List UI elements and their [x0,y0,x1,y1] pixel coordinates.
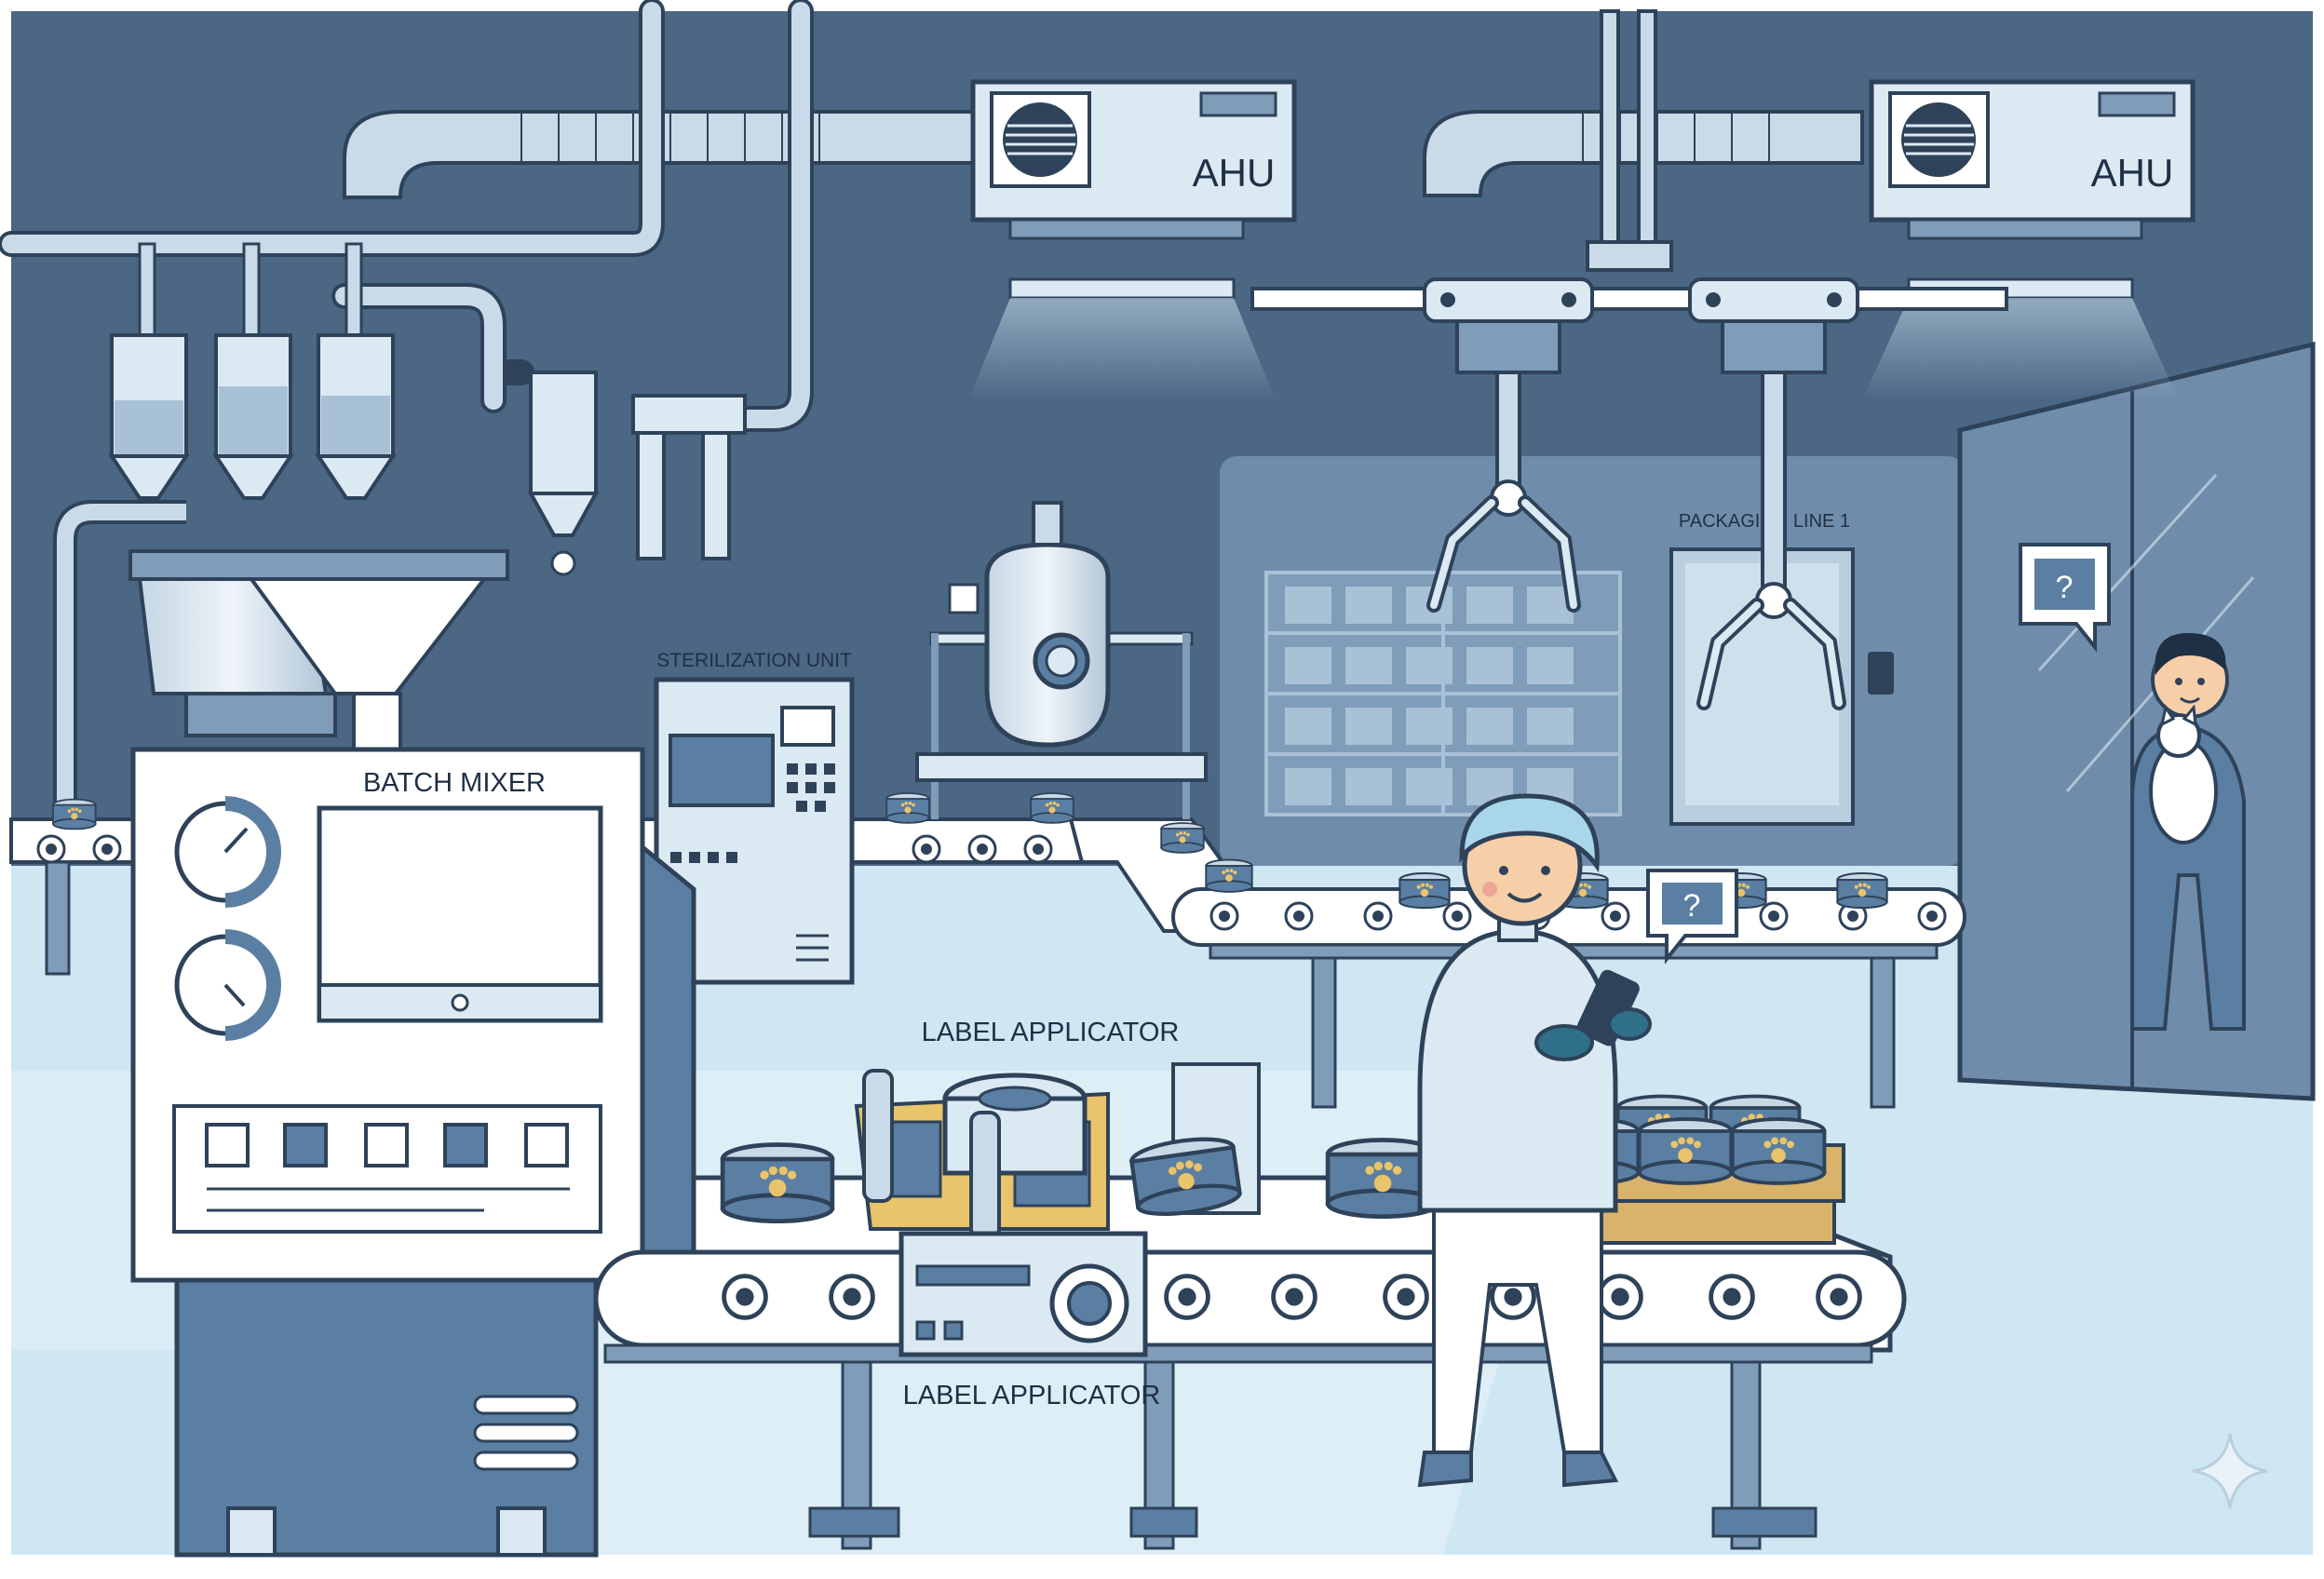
mixer-button-1[interactable] [205,1123,250,1167]
fan-grille-icon [1901,102,1976,177]
ahu-unit-left: AHU [968,79,1297,400]
question-bubble-icon[interactable]: ? [2019,543,2111,653]
robot-arm-left [1423,277,1594,613]
fan-grille-icon [1003,102,1077,177]
duct-ribs [520,112,1770,163]
worker [1417,793,1652,1488]
gantry-supports [1586,9,1673,272]
filter-unit [527,371,747,576]
overhead-pipes-fill [2,2,810,428]
sparkle-icon [2192,1433,2268,1509]
question-mark-text: ? [1683,888,1701,924]
batch-mixer-label: BATCH MIXER [363,768,546,798]
label-applicator-top-label: LABEL APPLICATOR [922,1018,1180,1047]
batch-mixer: BATCH MIXER [130,747,696,1558]
keypad[interactable] [1868,652,1894,695]
mixer-button-4[interactable] [443,1123,488,1167]
silo-3 [315,242,397,500]
robot-arm-right [1688,277,1859,710]
ahu-left-label: AHU [1193,151,1276,195]
mixer-button-3[interactable] [364,1123,409,1167]
shelf-boxes [1285,587,1574,805]
question-mark-text: ? [2056,570,2074,605]
mixer-button-2[interactable] [283,1123,328,1167]
tablet-device[interactable] [1574,967,1642,1048]
silo-2 [212,242,294,500]
visitor-with-cat [2130,633,2246,1031]
mixer-button-5[interactable] [524,1123,569,1167]
sterilization-unit-label: STERILIZATION UNIT [656,650,852,671]
gantry-rail [1250,287,2008,311]
ahu-right-label: AHU [2091,151,2174,195]
gauge-icon [550,550,576,576]
hopper [53,500,509,847]
steam-kettle [915,501,1208,819]
sterilization-unit: STERILIZATION UNIT [654,650,855,985]
silo-1 [108,242,190,500]
ahu-unit-right: AHU [1862,79,2196,400]
question-bubble-icon[interactable]: ? [1646,869,1738,965]
label-applicator-bottom-label: LABEL APPLICATOR [903,1381,1161,1410]
